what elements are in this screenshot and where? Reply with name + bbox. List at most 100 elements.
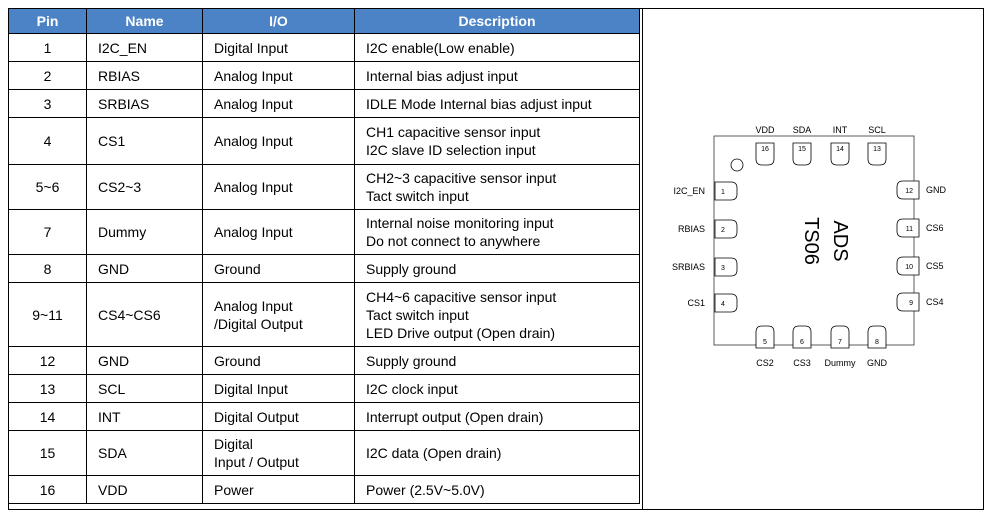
pin-number: 16 [761,146,769,153]
description-cell-line: Internal noise monitoring input [366,215,554,231]
pin-label: CS2 [756,358,774,368]
pad-right [896,218,920,238]
description-cell: Power (2.5V~5.0V) [354,475,640,504]
pin-label: CS5 [926,261,944,271]
name-cell-line: RBIAS [98,67,141,84]
chip-body [713,135,915,346]
description-cell-line: Tact switch input [366,188,469,204]
pin-cell: 14 [8,402,87,431]
name-cell-line: CS4~CS6 [98,306,161,323]
description-cell-line: I2C clock input [366,380,458,397]
name-cell: INT [86,402,203,431]
pin-number: 6 [800,339,804,346]
pin-cell-line: 9~11 [32,306,63,323]
table-row: 3 SRBIAS Analog Input IDLE Mode Internal bi… [8,89,640,118]
description-cell: I2C enable(Low enable) [354,33,640,62]
name-cell-line: GND [98,352,130,369]
table-header-row: Pin Name I/O Description [8,8,640,34]
pin-label: GND [926,185,947,195]
table-row: 13 SCL Digital Input I2C clock input [8,374,640,403]
io-cell-line: Digital Input [214,39,288,56]
header-pin: Pin [8,8,87,34]
description-cell-line: CH1 capacitive sensor input [366,124,541,140]
io-cell-line: Input / Output [214,454,299,470]
pad-top [867,142,887,166]
pin-label: CS3 [793,358,811,368]
pin-label: SDA [793,125,812,135]
pin-cell-line: 4 [43,133,52,149]
description-cell-line: Power (2.5V~5.0V) [366,481,485,498]
name-cell-line: VDD [98,481,128,498]
description-cell-line: CH4~6 capacitive sensor input [366,288,557,305]
pin1-marker [730,158,744,172]
description-cell: Supply ground [354,346,640,375]
pin-number: 10 [905,264,913,271]
pad-right [896,292,920,312]
pad-bottom [867,325,887,349]
description-cell-line: Supply ground [366,260,457,277]
io-cell-line: Analog Input [214,95,293,112]
io-cell: Ground [202,346,355,375]
io-cell: Digital Output [202,402,355,431]
name-cell: GND [86,254,203,283]
header-name: Name [86,8,203,34]
pad-top [792,142,812,166]
pin-number: 12 [905,188,913,195]
pin-label: CS4 [926,297,944,307]
pin-cell: 8 [8,254,87,283]
name-cell: I2C_EN [86,33,203,62]
pin-label: CS1 [687,298,705,308]
header-io: I/O [202,8,355,34]
name-cell: CS4~CS6 [86,282,203,347]
pin-label: RBIAS [678,224,705,234]
io-cell: Ground [202,254,355,283]
pin-cell: 9~11 [8,282,87,347]
pad-bottom [830,325,850,349]
name-cell: SCL [86,374,203,403]
pin-cell-line: 3 [43,95,52,112]
io-cell: Power [202,475,355,504]
pin-cell: 5~6 [8,164,87,210]
pad-bottom [755,325,775,349]
pin-cell-line: 16 [39,481,56,498]
pin-cell: 16 [8,475,87,504]
description-cell-line: CH2~3 capacitive sensor input [366,170,557,186]
pad-top [755,142,775,166]
pin-cell-line: 13 [39,380,56,397]
description-cell: Interrupt output (Open drain) [354,402,640,431]
name-cell: SRBIAS [86,89,203,118]
pin-number: 3 [721,265,725,272]
pin-cell-line: 5~6 [35,179,60,195]
pin-label: CS6 [926,223,944,233]
pin-number: 4 [721,301,725,308]
io-cell-line: Analog Input [214,67,293,84]
description-cell-line: LED Drive output (Open drain) [366,324,556,341]
description-cell-line: I2C data (Open drain) [366,445,502,461]
description-cell: I2C clock input [354,374,640,403]
io-cell-line: Digital Input [214,380,288,397]
io-cell: Analog Input [202,209,355,255]
name-cell-line: SDA [98,445,127,461]
io-cell-line: Analog Input [214,133,293,149]
pin-number: 5 [763,339,767,346]
io-cell: Analog Input [202,89,355,118]
name-cell: GND [86,346,203,375]
pin-cell-line: 12 [39,352,56,369]
pin-number: 13 [873,146,881,153]
description-cell-line: I2C enable(Low enable) [366,39,515,56]
description-cell: IDLE Mode Internal bias adjust input [354,89,640,118]
pin-label: GND [867,358,888,368]
name-cell: SDA [86,430,203,476]
name-cell-line: INT [98,408,121,425]
pin-cell: 12 [8,346,87,375]
